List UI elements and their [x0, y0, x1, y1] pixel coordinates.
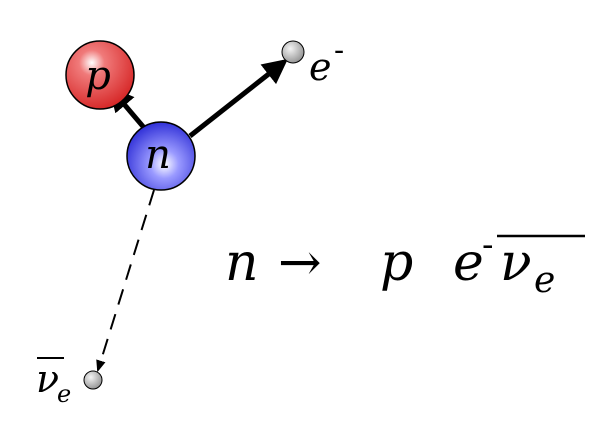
electron-path-arrow [188, 58, 288, 138]
electron-charge-label: - [334, 33, 344, 68]
electron-particle: e - [281, 33, 344, 89]
equation-n: n [225, 233, 259, 293]
equation-e: e [453, 233, 484, 293]
equation-nu-subscript: e [534, 260, 555, 301]
equation-p: p [380, 233, 413, 293]
electron-label: e [309, 45, 332, 89]
proton-label: p [85, 53, 111, 99]
antineutrino-path-arrow [96, 189, 155, 373]
neutron-particle: n [126, 121, 196, 191]
antineutrino-particle: ν e [36, 357, 103, 408]
neutron-label: n [145, 132, 171, 178]
equation-nu: ν [500, 233, 532, 293]
decay-equation: n → p e - ν e [225, 225, 585, 301]
antineutrino-subscript: e [57, 380, 71, 408]
proton-particle: p [65, 40, 135, 110]
equation-arrow: → [278, 233, 322, 293]
antineutrino-label: ν [36, 357, 59, 401]
equation-e-charge: - [482, 225, 494, 265]
